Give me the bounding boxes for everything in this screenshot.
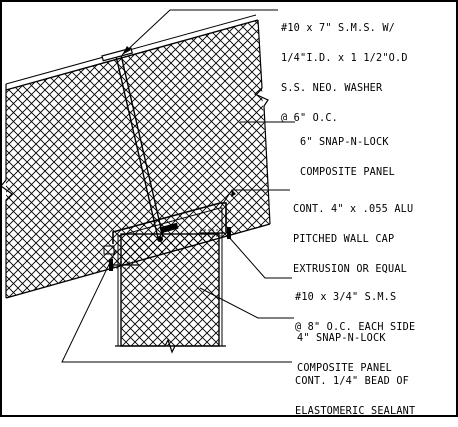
long-screw bbox=[101, 47, 164, 242]
note-long-screw-line4: @ 6" O.C. bbox=[281, 113, 339, 124]
note-sealant-line2: ELASTOMERIC SEALANT bbox=[295, 406, 416, 417]
leader-lines bbox=[61, 9, 295, 363]
note-roof-panel-line2: COMPOSITE PANEL bbox=[300, 167, 396, 178]
arrowheads bbox=[122, 46, 236, 197]
side-screw-left bbox=[109, 259, 140, 271]
detail-drawing bbox=[0, 0, 458, 417]
note-side-screw-line1: #10 x 3/4" S.M.S bbox=[295, 292, 397, 303]
note-side-screw: #10 x 3/4" S.M.S @ 8" O.C. EACH SIDE bbox=[295, 273, 415, 343]
sealant-bead bbox=[103, 245, 115, 255]
note-long-screw-line3: S.S. NEO. WASHER bbox=[281, 83, 383, 94]
note-long-screw: #10 x 7" S.M.S. W/ 1/4"I.D. x 1 1/2"O.D … bbox=[281, 4, 408, 134]
note-roof-panel-line1: 6" SNAP-N-LOCK bbox=[300, 137, 389, 148]
note-roof-panel: 6" SNAP-N-LOCK COMPOSITE PANEL bbox=[300, 118, 395, 188]
drawing-border bbox=[0, 0, 458, 417]
note-wall-cap-line2: PITCHED WALL CAP bbox=[293, 234, 395, 245]
note-wall-panel-line1: 4" SNAP-N-LOCK bbox=[297, 333, 386, 344]
note-wall-cap-line1: CONT. 4" x .055 ALU bbox=[293, 204, 414, 215]
note-wall-panel: 4" SNAP-N-LOCK COMPOSITE PANEL bbox=[297, 314, 392, 384]
note-wall-cap-line3: EXTRUSION OR EQUAL bbox=[293, 264, 408, 275]
note-sealant-line1: CONT. 1/4" BEAD OF bbox=[295, 376, 410, 387]
note-wall-cap: CONT. 4" x .055 ALU PITCHED WALL CAP EXT… bbox=[293, 185, 413, 285]
note-sealant: CONT. 1/4" BEAD OF ELASTOMERIC SEALANT bbox=[295, 357, 415, 427]
note-side-screw-line2: @ 8" O.C. EACH SIDE bbox=[295, 322, 416, 333]
side-screw-right bbox=[200, 227, 231, 239]
note-wall-panel-line2: COMPOSITE PANEL bbox=[297, 363, 393, 374]
note-long-screw-line2: 1/4"I.D. x 1 1/2"O.D bbox=[281, 53, 408, 64]
note-long-screw-line1: #10 x 7" S.M.S. W/ bbox=[281, 23, 396, 34]
